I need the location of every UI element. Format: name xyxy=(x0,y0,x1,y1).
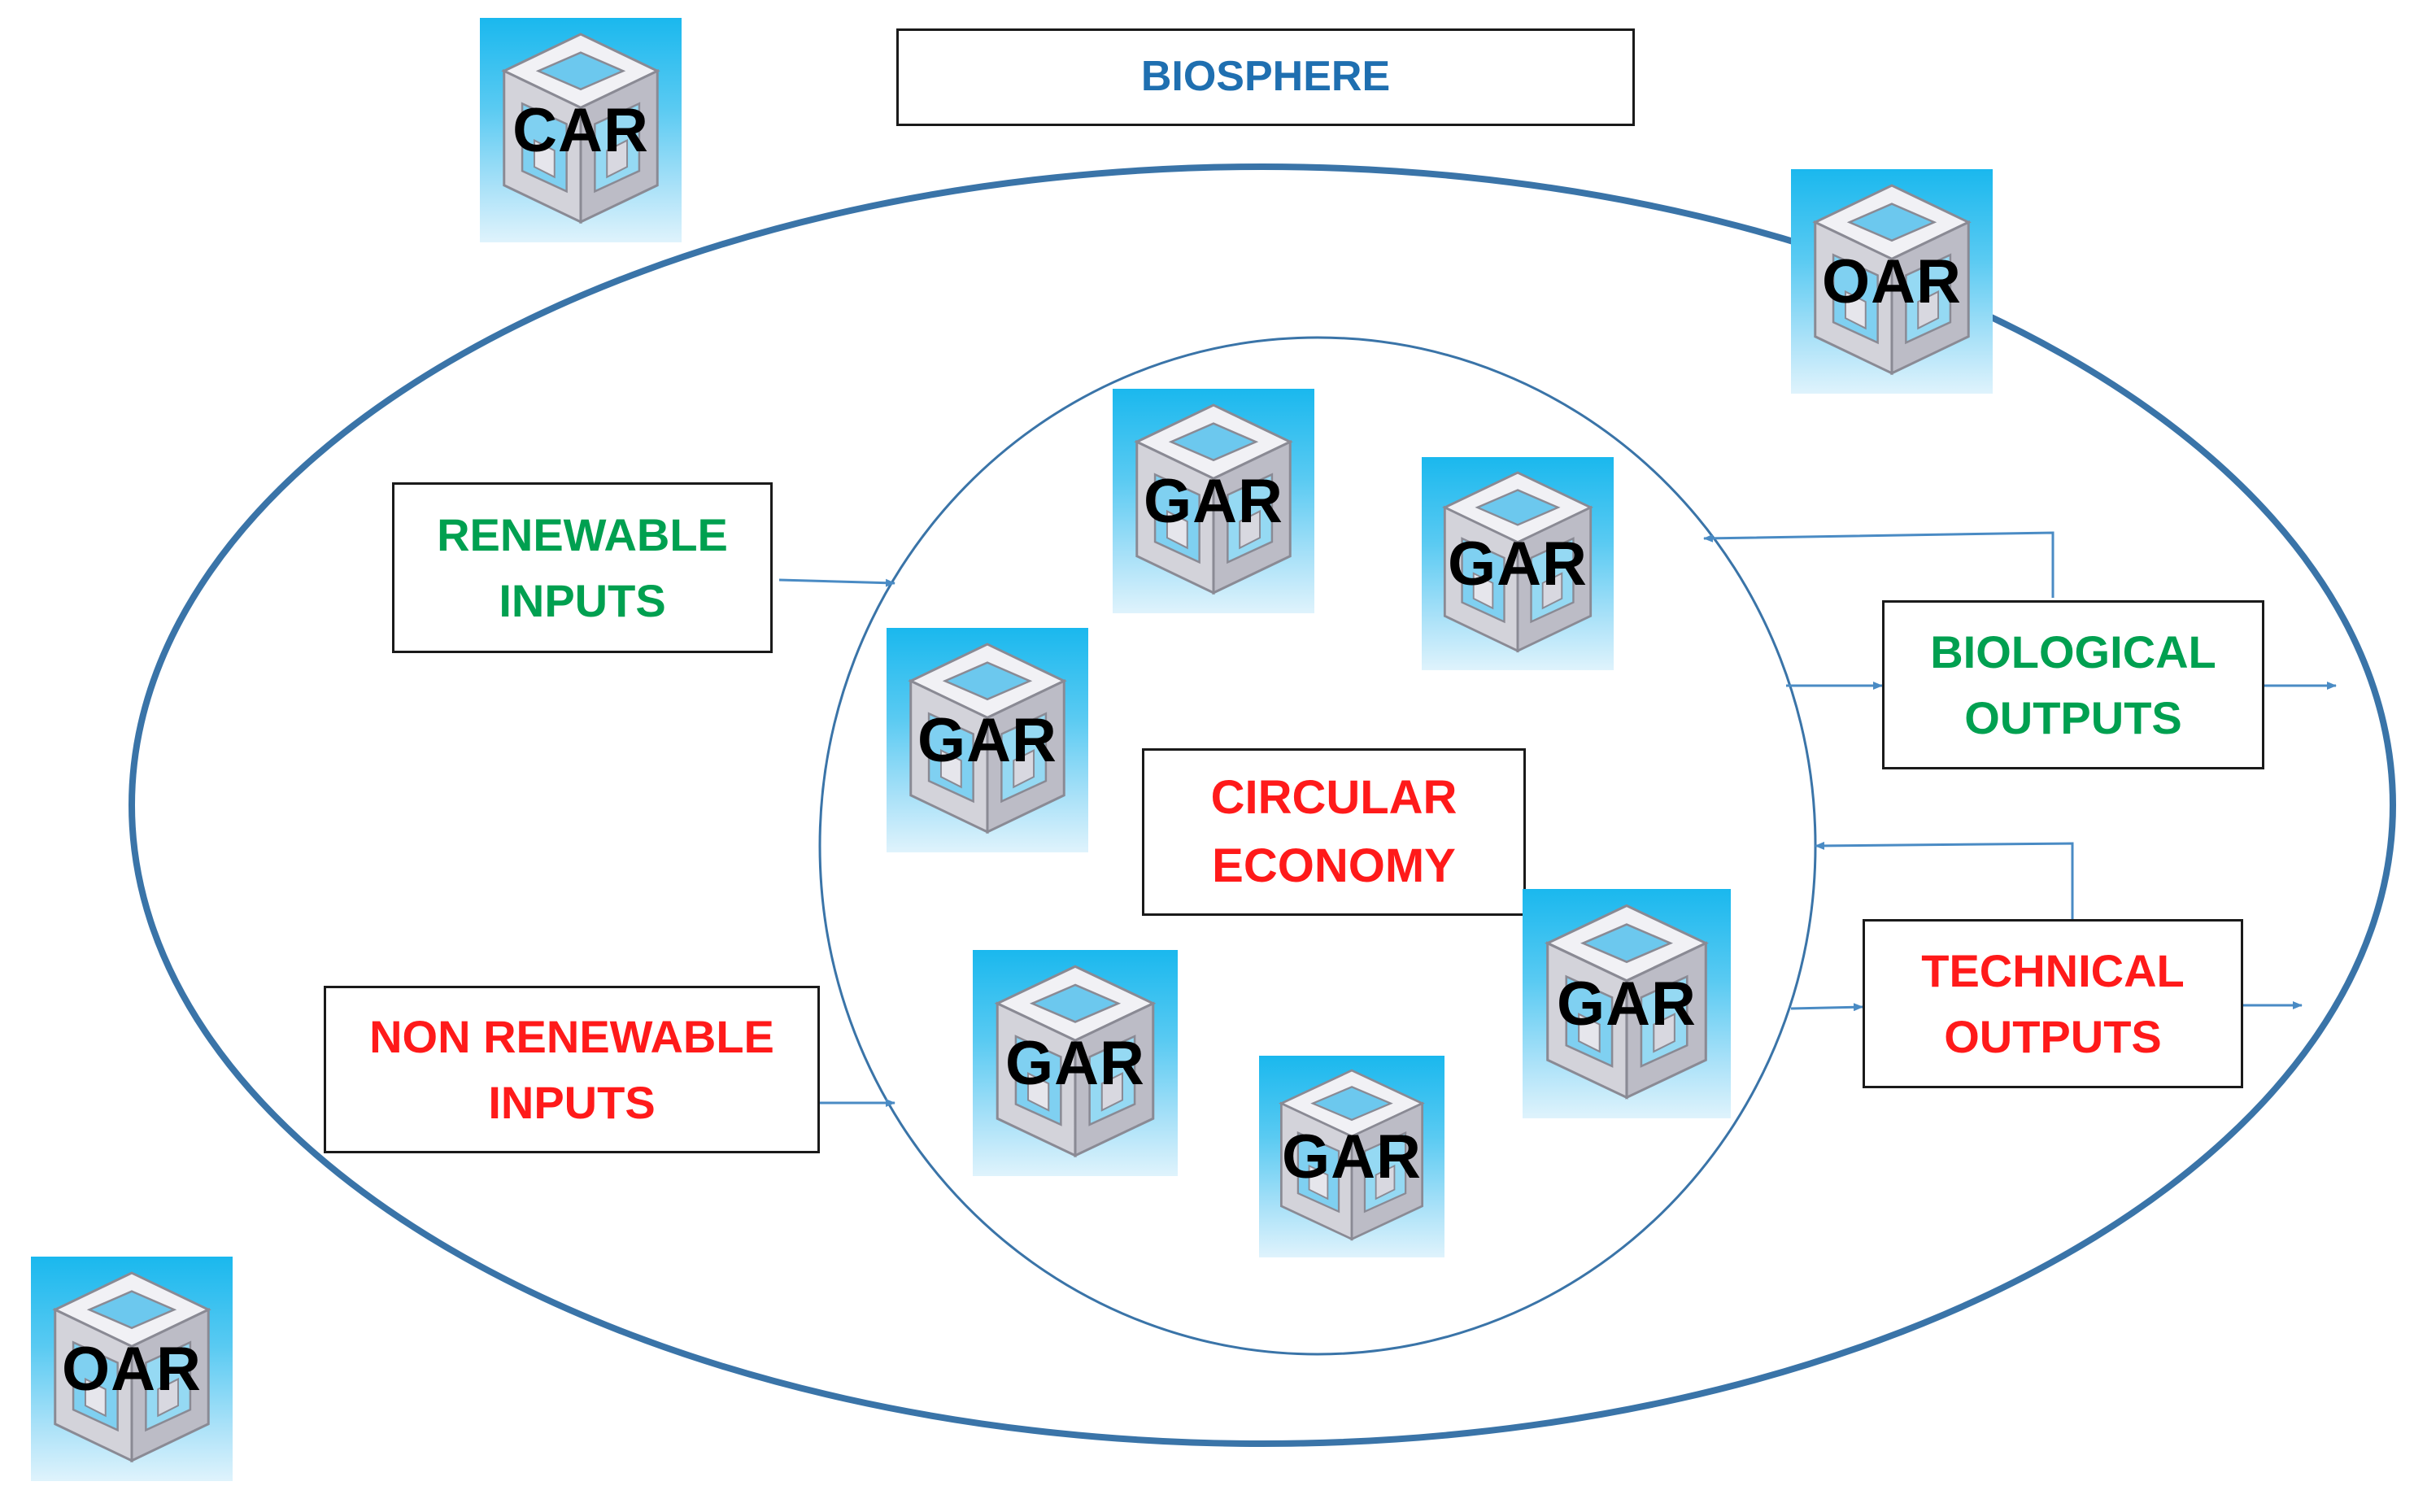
biological-return-arrow xyxy=(1703,531,2055,598)
gar-tile-top: GAR xyxy=(1113,389,1314,613)
hollow-cube-icon xyxy=(994,965,1157,1158)
hollow-cube-icon xyxy=(908,643,1067,834)
biosphere-title-box: BIOSPHERE xyxy=(896,28,1635,126)
biological-outputs-box: BIOLOGICAL OUTPUTS xyxy=(1882,600,2264,769)
non-renewable-inputs-box: NON RENEWABLE INPUTS xyxy=(324,986,820,1153)
gar-tile-top-right: GAR xyxy=(1422,457,1614,670)
circular-economy-line1: CIRCULAR xyxy=(1210,770,1458,824)
gar-tile-bottom-center: GAR xyxy=(1259,1056,1444,1257)
hollow-cube-icon xyxy=(1279,1069,1425,1241)
car-tile-label: CAR xyxy=(512,95,649,165)
oar-tile-top-right-label: OAR xyxy=(1822,246,1962,316)
technical-outputs-arrow xyxy=(1790,1003,1863,1012)
gar-tile-bottom-center-label: GAR xyxy=(1282,1122,1422,1192)
circular-economy-box: CIRCULAR ECONOMY xyxy=(1142,748,1526,916)
oar-tile-bottom-left-label: OAR xyxy=(62,1334,202,1404)
car-tile: CAR xyxy=(480,18,682,242)
gar-tile-top-right-label: GAR xyxy=(1448,529,1588,599)
renewable-inputs-line2: INPUTS xyxy=(499,575,666,626)
hollow-cube-icon xyxy=(1442,471,1593,653)
gar-tile-bottom-left: GAR xyxy=(973,950,1178,1176)
renewable-inputs-arrow xyxy=(778,578,895,587)
gar-tile-top-label: GAR xyxy=(1144,466,1283,536)
gar-tile-bottom-right: GAR xyxy=(1523,889,1731,1118)
gar-tile-left: GAR xyxy=(887,628,1088,852)
oar-tile-top-right: OAR xyxy=(1791,169,1993,394)
circular-economy-line2: ECONOMY xyxy=(1212,839,1456,892)
oar-tile-bottom-left: OAR xyxy=(31,1257,233,1481)
hollow-cube-icon xyxy=(52,1271,211,1463)
biosphere-ellipse xyxy=(129,163,2396,1447)
gar-tile-bottom-right-label: GAR xyxy=(1557,969,1697,1039)
gar-tile-bottom-left-label: GAR xyxy=(1005,1028,1145,1098)
gar-tile-left-label: GAR xyxy=(917,705,1057,775)
biological-outputs-line2: OUTPUTS xyxy=(1964,692,2182,743)
biological-outputs-line1: BIOLOGICAL xyxy=(1930,625,2216,678)
hollow-cube-icon xyxy=(1134,403,1293,595)
non-renewable-inputs-line2: INPUTS xyxy=(488,1077,656,1128)
hollow-cube-icon xyxy=(1545,904,1709,1100)
technical-outputs-line2: OUTPUTS xyxy=(1944,1011,2162,1062)
renewable-inputs-line1: RENEWABLE xyxy=(437,508,728,560)
non-renewable-inputs-line1: NON RENEWABLE xyxy=(369,1010,774,1062)
biosphere-title: BIOSPHERE xyxy=(1140,53,1391,101)
hollow-cube-icon xyxy=(501,33,660,224)
hollow-cube-icon xyxy=(1812,184,1972,376)
technical-outputs-box: TECHNICAL OUTPUTS xyxy=(1863,919,2243,1088)
renewable-inputs-box: RENEWABLE INPUTS xyxy=(392,482,773,653)
technical-return-arrow xyxy=(1815,841,2074,926)
technical-outputs-line1: TECHNICAL xyxy=(1921,944,2185,996)
